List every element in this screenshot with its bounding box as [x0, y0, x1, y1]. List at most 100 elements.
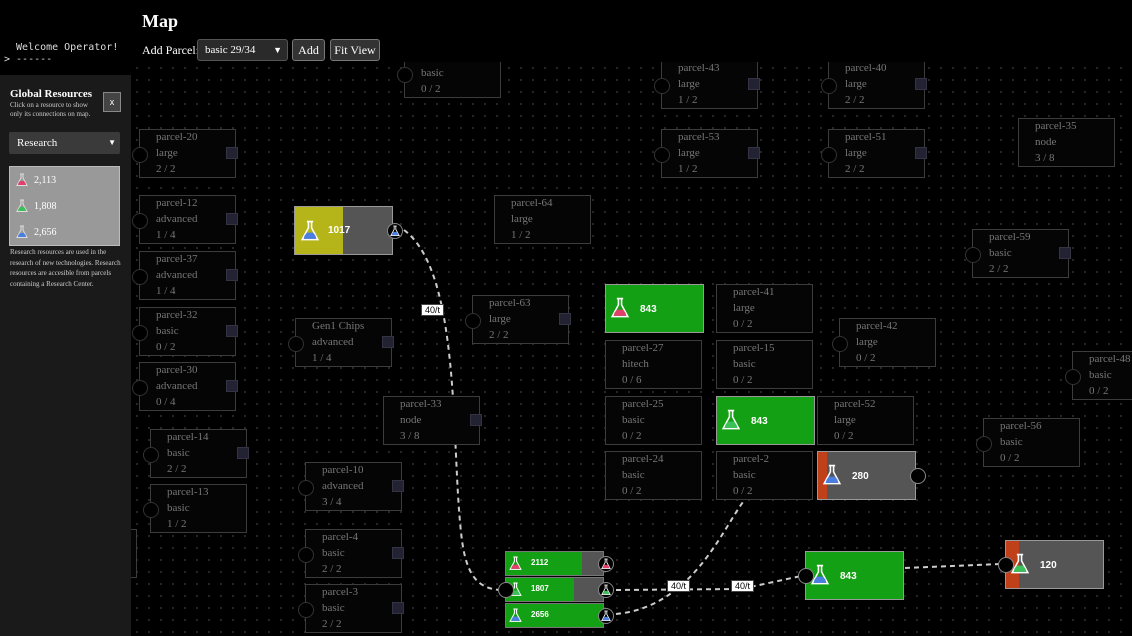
- resource-item-green[interactable]: 1,808: [16, 199, 57, 213]
- facility-node[interactable]: 843: [716, 396, 815, 445]
- parcel-type: basic: [733, 358, 756, 370]
- input-port[interactable]: [498, 582, 514, 598]
- parcel-capacity: 1 / 2: [678, 94, 698, 106]
- page-title: Map: [142, 11, 178, 31]
- add-button[interactable]: Add: [292, 39, 325, 61]
- close-button[interactable]: x: [103, 92, 121, 112]
- connection-port[interactable]: [976, 436, 992, 452]
- fit-view-button[interactable]: Fit View: [330, 39, 380, 61]
- connection-port[interactable]: [132, 213, 148, 229]
- connection-port[interactable]: [654, 147, 670, 163]
- resource-item-red[interactable]: 2,113: [16, 173, 56, 187]
- rate-label: 40/t: [667, 580, 691, 592]
- connection-port[interactable]: [821, 78, 837, 94]
- parcel-type: basic: [167, 447, 190, 459]
- connection-port[interactable]: [397, 67, 413, 83]
- connection-port[interactable]: [465, 313, 481, 329]
- connection-port[interactable]: [298, 602, 314, 618]
- research-output-green[interactable]: 1807: [498, 577, 614, 602]
- connection-port[interactable]: [143, 447, 159, 463]
- connection-port[interactable]: [832, 336, 848, 352]
- progress-fill: [506, 578, 574, 601]
- resource-list: 2,113 1,808 2,656: [9, 166, 120, 246]
- connection-port[interactable]: [132, 325, 148, 341]
- parcel-name: parcel-40: [845, 62, 887, 74]
- input-port[interactable]: [998, 557, 1014, 573]
- parcel-capacity: 0 / 2: [622, 430, 642, 442]
- facility-node[interactable]: 843: [798, 551, 904, 600]
- connection-port[interactable]: [132, 269, 148, 285]
- console-welcome: Welcome Operator!: [16, 42, 119, 53]
- parcel-capacity: 2 / 2: [845, 94, 865, 106]
- rate-label: 40/t: [421, 304, 445, 316]
- parcel-name: Gen1 Chips: [312, 320, 365, 332]
- connection-port[interactable]: [143, 502, 159, 518]
- parcel-type-select[interactable]: basic 29/34 ▼: [197, 39, 288, 61]
- facility-node[interactable]: 843: [605, 284, 704, 333]
- output-port[interactable]: [598, 582, 614, 598]
- red-flask-icon: [16, 173, 28, 186]
- facility-node[interactable]: 1017: [294, 206, 403, 255]
- parcel-type: large: [678, 78, 700, 90]
- parcel-type: basic: [1000, 436, 1023, 448]
- parcel-name: parcel-3: [322, 586, 359, 598]
- connection-port[interactable]: [1065, 369, 1081, 385]
- output-port[interactable]: [387, 223, 403, 239]
- parcel-card-edge[interactable]: [131, 529, 137, 578]
- output-port[interactable]: [598, 556, 614, 572]
- resource-item-blue[interactable]: 2,656: [16, 225, 57, 239]
- parcel-capacity: 1 / 2: [678, 163, 698, 175]
- resource-type-select[interactable]: Research ▼: [9, 132, 120, 154]
- connection-port[interactable]: [654, 78, 670, 94]
- connection-port[interactable]: [132, 380, 148, 396]
- connection-port[interactable]: [288, 336, 304, 352]
- facility-value: 843: [640, 304, 657, 315]
- research-output-blue[interactable]: 2656: [505, 603, 614, 628]
- parcel-name: parcel-56: [1000, 420, 1042, 432]
- facility-node[interactable]: 120: [998, 540, 1104, 589]
- output-port[interactable]: [910, 468, 926, 484]
- connection-port[interactable]: [298, 547, 314, 563]
- connection-port[interactable]: [821, 147, 837, 163]
- parcel-name: parcel-37: [156, 253, 198, 265]
- connection-port[interactable]: [132, 147, 148, 163]
- output-port[interactable]: [598, 608, 614, 624]
- connection-port[interactable]: [965, 247, 981, 263]
- input-port[interactable]: [798, 568, 814, 584]
- connection-port[interactable]: [298, 480, 314, 496]
- research-output-red[interactable]: 2112: [505, 551, 614, 576]
- facility-node[interactable]: 280: [817, 451, 926, 500]
